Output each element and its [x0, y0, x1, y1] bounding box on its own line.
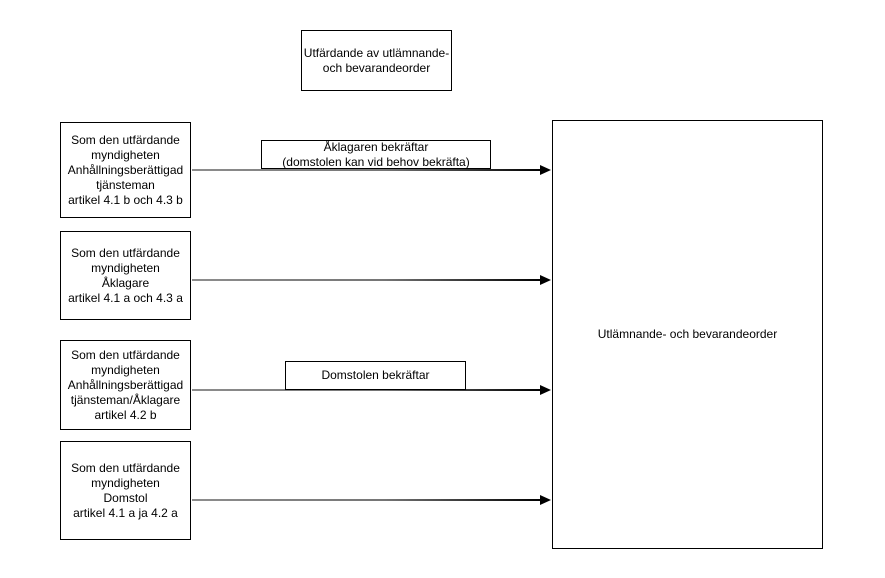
- arrowhead-icon: [540, 495, 551, 505]
- source-box-3: Som den utfärdande myndigheten Anhållnin…: [60, 340, 191, 430]
- arrow-shaft: [192, 279, 542, 281]
- arrowhead-icon: [540, 385, 551, 395]
- source-box-4: Som den utfärdande myndigheten Domstol a…: [60, 441, 191, 540]
- target-box: Utlämnande- och bevarandeorder: [552, 120, 823, 549]
- arrow-shaft: [192, 169, 542, 171]
- arrow-label-domstolen-bekraftar: Domstolen bekräftar: [285, 361, 466, 390]
- arrow-shaft: [192, 389, 542, 391]
- title-box: Utfärdande av utlämnande- och bevarandeo…: [301, 30, 452, 91]
- arrow-label-aklagaren-bekraftar: Åklagaren bekräftar (domstolen kan vid b…: [261, 140, 491, 169]
- arrow-shaft: [192, 499, 542, 501]
- source-box-2: Som den utfärdande myndigheten Åklagare …: [60, 231, 191, 320]
- source-box-1: Som den utfärdande myndigheten Anhållnin…: [60, 122, 191, 218]
- arrowhead-icon: [540, 165, 551, 175]
- arrowhead-icon: [540, 275, 551, 285]
